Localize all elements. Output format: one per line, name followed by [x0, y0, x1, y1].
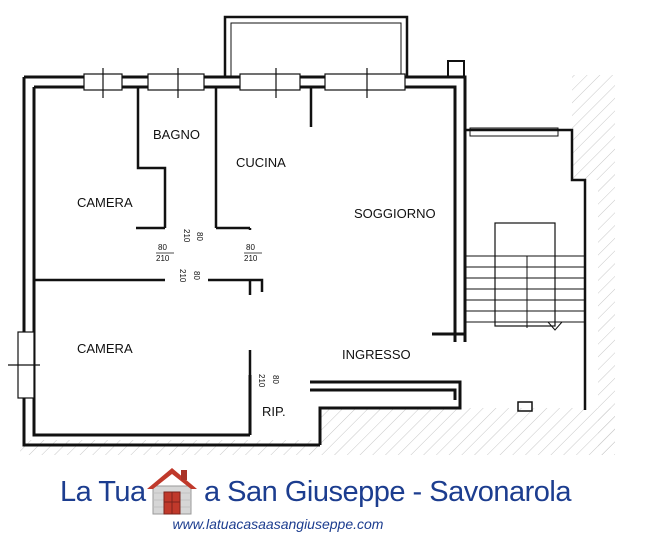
balcony: [223, 15, 409, 79]
room-label-cucina: CUCINA: [236, 155, 286, 170]
brand-name-left: La Tua: [60, 476, 146, 508]
door-bagno-height: 210: [182, 229, 191, 243]
hatched-exterior: [20, 75, 615, 455]
door-dimensions: 80 210 80 210 80 210 80 210 80 210: [156, 229, 280, 388]
door-camera-top-width: 80: [158, 243, 167, 252]
door-cucina-width: 80: [246, 243, 255, 252]
brand-name-right: a San Giuseppe - Savonarola: [204, 476, 571, 508]
room-label-ingresso: INGRESSO: [342, 347, 411, 362]
room-label-ripostiglio: RIP.: [262, 404, 286, 419]
door-camera-bottom-height: 210: [178, 269, 187, 283]
door-bagno-width: 80: [195, 232, 204, 241]
staircase: [465, 127, 587, 412]
chimney: [447, 60, 465, 78]
door-rip-width: 80: [271, 375, 280, 384]
website-url[interactable]: www.latuacasaasangiuseppe.com: [172, 516, 384, 532]
windows: [8, 68, 406, 399]
door-camera-bottom-width: 80: [192, 271, 201, 280]
house-logo-icon: [147, 468, 197, 515]
floor-plan: BAGNO CUCINA CAMERA SOGGIORNO CAMERA ING…: [8, 15, 615, 455]
interior-walls: [34, 87, 313, 375]
door-camera-top-height: 210: [156, 254, 170, 263]
door-cucina-height: 210: [244, 254, 258, 263]
door-rip-height: 210: [257, 374, 266, 388]
room-label-bagno: BAGNO: [153, 127, 200, 142]
room-label-camera-top: CAMERA: [77, 195, 133, 210]
brand-footer: La Tua a San Giuseppe - Savonarola www.l…: [0, 458, 656, 550]
room-label-camera-bottom: CAMERA: [77, 341, 133, 356]
room-label-soggiorno: SOGGIORNO: [354, 206, 436, 221]
